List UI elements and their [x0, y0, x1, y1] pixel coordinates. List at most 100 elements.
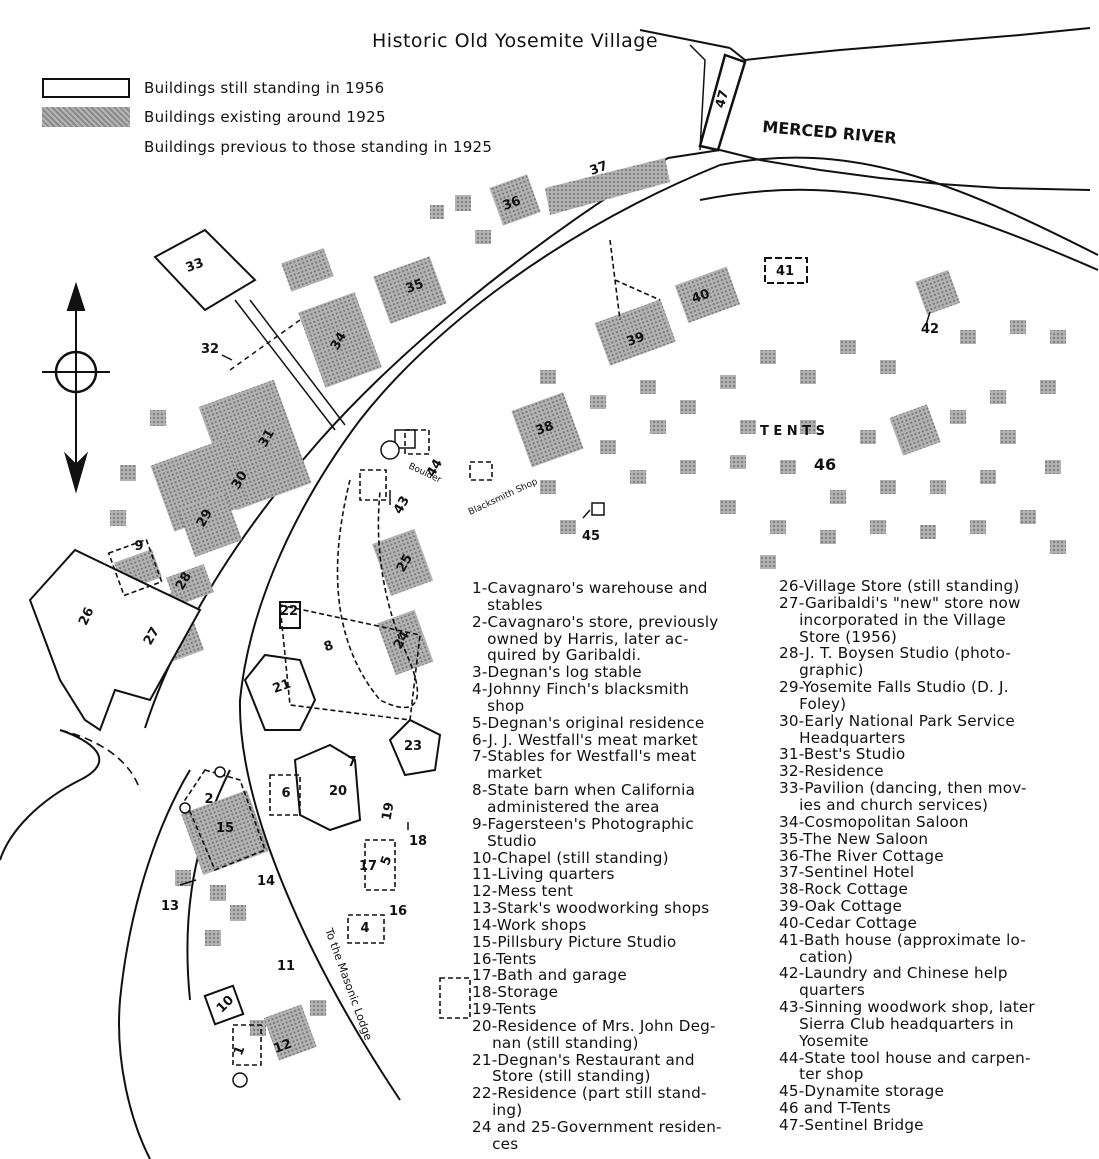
- key-item: 22-Residence (part still stand-: [472, 1084, 707, 1103]
- key-item: 20-Residence of Mrs. John Deg-: [472, 1016, 716, 1035]
- key-item: 8-State barn when California: [472, 781, 696, 800]
- key-item: 13-Stark's woodworking shops: [472, 899, 710, 918]
- key-item: Foley): [779, 694, 847, 713]
- legend-item-dashed: Buildings previous to those standing in …: [42, 136, 492, 158]
- map-number-11: 11: [277, 959, 295, 974]
- key-item: 2-Cavagnaro's store, previously: [472, 612, 719, 631]
- key-item: 32-Residence: [779, 762, 884, 781]
- key-item: 38-Rock Cottage: [779, 880, 909, 899]
- map-number-4: 4: [360, 921, 369, 936]
- key-item: 39-Oak Cottage: [779, 897, 903, 916]
- blacksmith-label: Blacksmith Shop: [467, 477, 539, 518]
- key-item: Headquarters: [779, 728, 906, 747]
- key-item: Studio: [472, 831, 537, 850]
- key-item: 41-Bath house (approximate lo-: [779, 930, 1026, 949]
- map-number-36: 36: [501, 194, 523, 214]
- map-number-26: 26: [76, 605, 97, 628]
- key-item: ing): [472, 1101, 523, 1120]
- key-item: quarters: [779, 981, 865, 1000]
- key-item: 42-Laundry and Chinese help: [779, 964, 1008, 983]
- key-item: 26-Village Store (still standing): [779, 577, 1020, 595]
- map-number-19: 19: [380, 801, 398, 821]
- map-number-20: 20: [329, 784, 347, 799]
- key-item: 10-Chapel (still standing): [472, 848, 669, 867]
- key-item: 3-Degnan's log stable: [472, 663, 642, 682]
- buildings-pre-1925: [59, 239, 661, 1066]
- key-item: ter shop: [779, 1065, 864, 1084]
- key-right-column: 26-Village Store (still standing)27-Gari…: [779, 578, 1035, 1134]
- key-item: incorporated in the Village: [779, 610, 1006, 629]
- key-item: 11-Living quarters: [472, 865, 615, 884]
- map-title: Historic Old Yosemite Village: [372, 30, 659, 52]
- key-item: 44-State tool house and carpen-: [779, 1048, 1031, 1067]
- map-number-16: 16: [389, 904, 407, 919]
- key-item: 40-Cedar Cottage: [779, 913, 918, 932]
- key-item: 29-Yosemite Falls Studio (D. J.: [779, 678, 1009, 697]
- key-item: nan (still standing): [472, 1033, 639, 1052]
- key-item: market: [472, 764, 543, 783]
- map-numbers: 1245678910111213141516171819202122232425…: [76, 88, 939, 1057]
- key-item: 37-Sentinel Hotel: [779, 863, 915, 882]
- key-item: 7-Stables for Westfall's meat: [472, 747, 697, 766]
- key-item: 35-The New Saloon: [779, 829, 929, 848]
- key-item: ies and church services): [779, 795, 989, 814]
- buildings-1956: [28, 228, 442, 1026]
- legend-label: Buildings previous to those standing in …: [144, 138, 493, 156]
- map-number-47: 47: [713, 88, 732, 109]
- legend-item-gray: Buildings existing around 1925: [42, 106, 386, 128]
- key-item: quired by Garibaldi.: [472, 646, 642, 665]
- key-item: cation): [779, 947, 854, 966]
- map-number-42: 42: [921, 322, 939, 337]
- key-item: owned by Harris, later ac-: [472, 629, 689, 648]
- map-number-33: 33: [184, 256, 206, 276]
- river-label: MERCED RIVER: [762, 117, 898, 148]
- map-number-37: 37: [588, 159, 610, 179]
- map-number-46: 46: [814, 455, 836, 474]
- legend-label: Buildings still standing in 1956: [144, 79, 385, 97]
- map-number-7: 7: [347, 755, 356, 770]
- key-item: 16-Tents: [472, 949, 537, 968]
- pointer-arrows: [179, 311, 931, 886]
- merced-river: [639, 27, 1091, 191]
- map-number-14: 14: [257, 874, 275, 889]
- key-item: 27-Garibaldi's "new" store now: [779, 593, 1021, 612]
- map-number-22: 22: [280, 604, 298, 619]
- south-road: [0, 729, 231, 1159]
- key-item: 15-Pillsbury Picture Studio: [472, 932, 677, 951]
- map-number-2: 2: [204, 792, 213, 807]
- key-item: 9-Fagersteen's Photographic: [472, 814, 694, 833]
- legend-swatch: [42, 107, 130, 127]
- key-item: shop: [472, 696, 525, 715]
- map-number-5: 5: [378, 854, 395, 868]
- key-item: 36-The River Cottage: [779, 846, 944, 865]
- key-item: 18-Storage: [472, 983, 559, 1002]
- map-number-9: 9: [134, 539, 143, 554]
- map-number-18: 18: [409, 834, 427, 849]
- key-item: 45-Dynamite storage: [779, 1082, 945, 1101]
- north-arrow: [42, 281, 110, 494]
- legend-swatch: [42, 78, 130, 98]
- key-item: 21-Degnan's Restaurant and: [472, 1050, 695, 1069]
- tents-label: T E N T S: [760, 424, 825, 439]
- key-item: administered the area: [472, 797, 660, 816]
- key-item: 1-Cavagnaro's warehouse and: [472, 579, 708, 597]
- key-item: Yosemite: [779, 1031, 869, 1050]
- key-item: 33-Pavilion (dancing, then mov-: [779, 779, 1027, 798]
- map-number-43: 43: [391, 494, 413, 517]
- key-item: graphic): [779, 661, 864, 680]
- key-item: 24 and 25-Government residen-: [472, 1118, 722, 1136]
- key-item: stables: [472, 595, 543, 614]
- key-item: 31-Best's Studio: [779, 745, 906, 764]
- map-number-8: 8: [322, 638, 336, 655]
- map-number-45: 45: [582, 529, 600, 544]
- key-item: 17-Bath and garage: [472, 966, 627, 985]
- key-item: Store (1956): [779, 627, 897, 646]
- map-number-17: 17: [359, 859, 377, 874]
- bath-house: [764, 257, 808, 284]
- key-item: 43-Sinning woodwork shop, later: [779, 998, 1035, 1017]
- key-item: 30-Early National Park Service: [779, 711, 1015, 730]
- map-number-35: 35: [404, 277, 426, 297]
- map-number-23: 23: [404, 739, 422, 754]
